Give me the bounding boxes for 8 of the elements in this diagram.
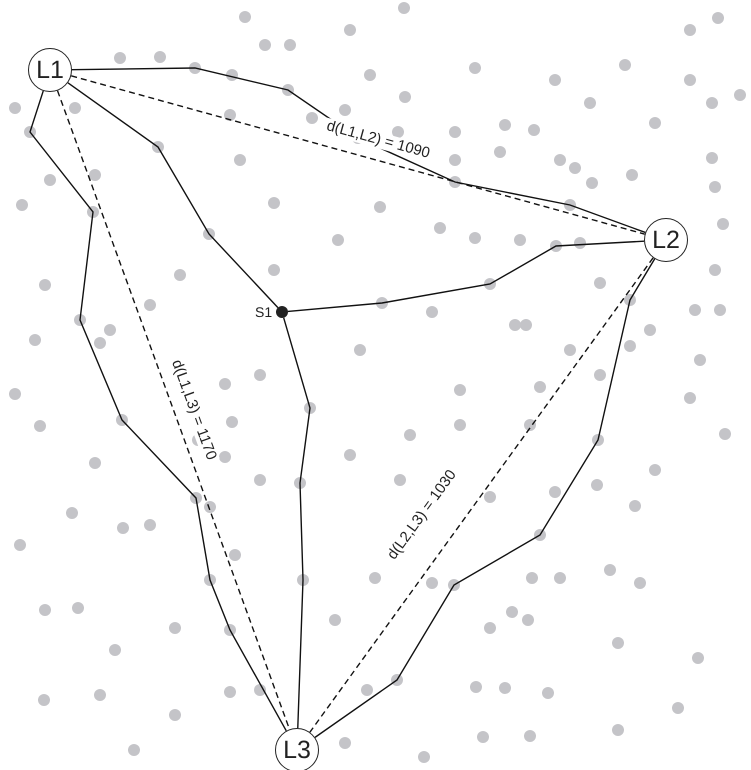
point-label: S1 <box>255 304 272 320</box>
path-line <box>288 240 644 312</box>
path-line <box>68 82 278 308</box>
location-circle: L3 <box>275 728 319 770</box>
location-circle: L1 <box>28 48 72 92</box>
path-line <box>283 318 311 728</box>
location-circle: L2 <box>644 218 688 262</box>
point-marker <box>276 306 288 318</box>
